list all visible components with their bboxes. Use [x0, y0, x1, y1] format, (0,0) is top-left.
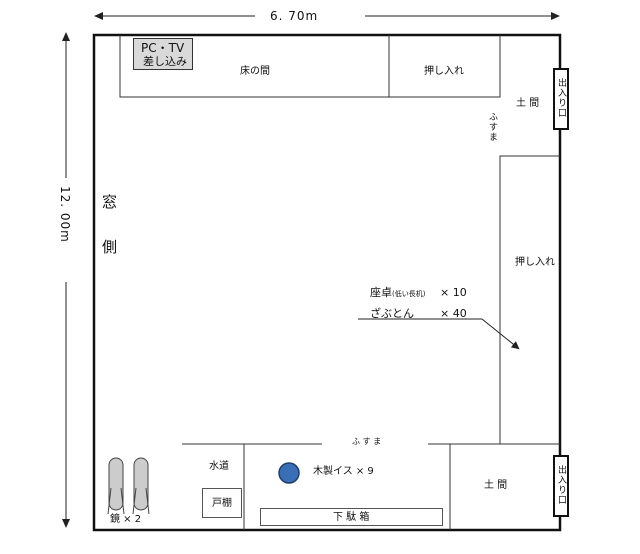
width-arrow-left-icon	[94, 12, 103, 20]
fusuma-bottom-label: ふ す ま	[352, 437, 382, 446]
mirror-stand-1a	[107, 487, 112, 515]
todana-box: 戸棚	[202, 488, 242, 518]
zabuton-arrow-line	[481, 318, 520, 350]
width-arrow-right-icon	[551, 12, 560, 20]
entrance-bottom-label: 出入り口	[556, 465, 566, 505]
doma-top-label: 土 間	[516, 98, 540, 109]
width-dimension-label: 6. 70m	[270, 9, 319, 23]
zabuton-count: × 40	[440, 307, 467, 320]
height-arrow-bottom-icon	[62, 519, 70, 528]
mirror-label: 鏡 × 2	[110, 514, 142, 525]
height-arrow-top-icon	[62, 32, 70, 41]
doma-bottom-label: 土 間	[484, 480, 508, 491]
zataku-count: × 10	[440, 286, 467, 299]
suido-label: 水道	[209, 461, 229, 472]
oshiire-top-label: 押し入れ	[424, 66, 464, 77]
zabuton-label: ざぶとん	[370, 307, 414, 320]
mirror-stand-1b	[120, 487, 125, 515]
getabako-box: 下 駄 箱	[260, 508, 443, 526]
mirror-icon-2	[133, 457, 149, 511]
entrance-top-label: 出入り口	[556, 78, 566, 118]
window-side-label-1: 窓	[102, 193, 118, 211]
pc-tv-label: PC・TV	[141, 41, 185, 55]
mirror-icon-1	[108, 457, 124, 511]
tokonoma-label: 床の間	[240, 66, 270, 77]
zataku-note: (低い長机)	[392, 290, 426, 298]
height-dimension-label: 12. 00m	[58, 186, 72, 243]
outer-wall	[92, 33, 562, 532]
mirror-stand-2a	[132, 487, 137, 515]
zataku-main: 座卓	[370, 286, 392, 299]
oshiire-right-outline	[499, 155, 560, 445]
entrance-top: 出入り口	[553, 68, 569, 130]
mirror-stand-2b	[145, 487, 150, 515]
fusuma-right-label: ふすま	[487, 112, 497, 142]
tokonoma-outline	[119, 35, 501, 98]
entrance-bottom: 出入り口	[553, 455, 569, 517]
pc-tv-sub-label: 差し込み	[143, 55, 187, 68]
window-side-label-2: 側	[102, 238, 118, 256]
getabako-label: 下 駄 箱	[333, 512, 370, 523]
pc-tv-outlet: PC・TV 差し込み	[133, 38, 193, 70]
chair-marker-icon	[278, 462, 300, 484]
todana-label: 戸棚	[212, 498, 232, 509]
zataku-label: 座卓(低い長机)	[370, 287, 425, 298]
chair-label: 木製イス × 9	[313, 466, 374, 477]
oshiire-right-label: 押し入れ	[515, 257, 555, 268]
